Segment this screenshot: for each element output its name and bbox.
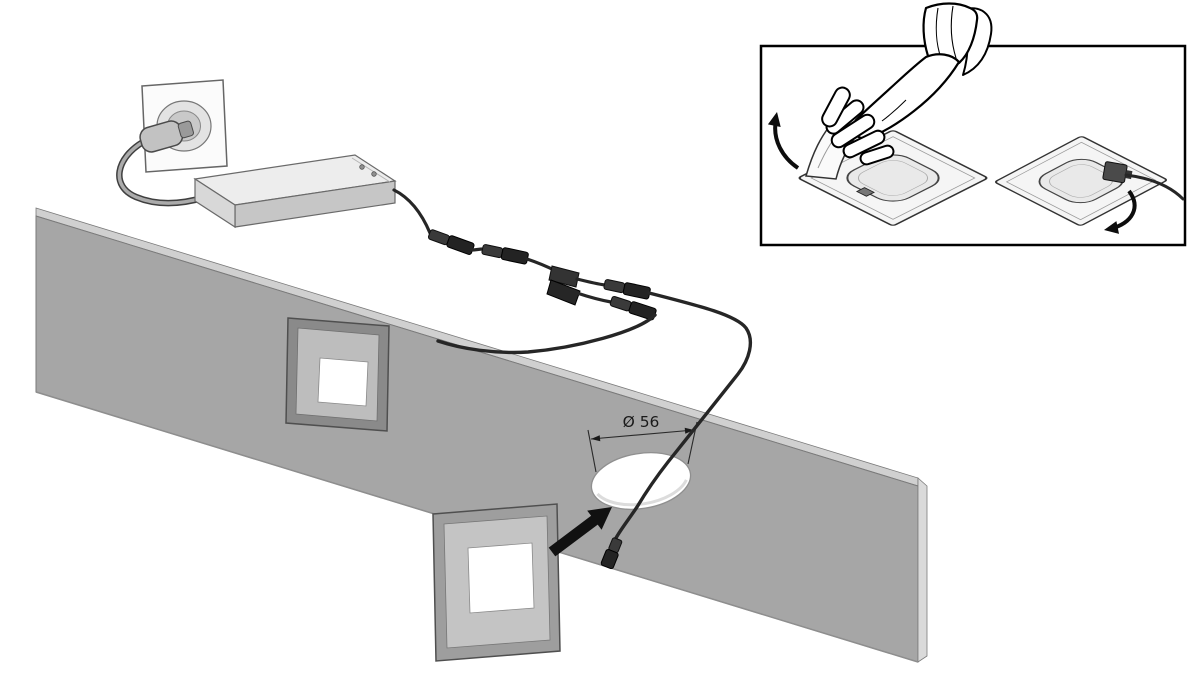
loose-square-light — [432, 503, 561, 662]
insertion-arrow — [548, 507, 612, 557]
branch-stub-b — [575, 291, 613, 304]
driver-side-face — [194, 177, 236, 229]
dimension-arrowhead-right — [684, 427, 694, 434]
panel-end-face — [917, 477, 928, 663]
step1-puck-inner-line — [857, 160, 929, 196]
step2-plate-inner-line — [1005, 141, 1157, 221]
cable-to-mounted-light — [436, 313, 657, 355]
press-arrow-head — [1104, 221, 1119, 234]
driver-output-cable — [392, 188, 432, 235]
end-connector — [600, 537, 623, 570]
end-connector-body — [600, 549, 619, 570]
thumb — [821, 86, 851, 128]
step1-puck-tab — [855, 187, 875, 197]
step2-puck-inner-line — [1049, 164, 1113, 198]
hand-illustration — [821, 2, 993, 166]
link-cable-1 — [470, 247, 485, 252]
dimension-arrowhead-left — [591, 435, 601, 442]
y-splitter-lower — [546, 279, 581, 306]
driver-terminal-1 — [359, 164, 365, 170]
dimension-line — [590, 429, 695, 440]
finger-pinky — [859, 144, 895, 166]
driver-terminal-2 — [371, 171, 377, 177]
finger-ring — [842, 129, 886, 159]
plug-nose — [177, 120, 194, 139]
cable-harness — [392, 188, 753, 570]
power-plug — [139, 120, 194, 153]
mounted-square-light — [285, 317, 390, 432]
loose-light-lens — [467, 542, 535, 614]
cuff-fold-2 — [950, 5, 957, 59]
peel-arrow-head — [767, 112, 781, 127]
knuckle-line — [881, 99, 907, 122]
branch-stub-a — [575, 277, 607, 287]
driver-seam — [351, 157, 391, 183]
inset-instructions — [759, 2, 1187, 247]
wall-outlet — [116, 79, 228, 207]
connector-pair-3 — [603, 279, 651, 300]
dimension-label: Ø 56 — [623, 413, 660, 431]
dimension-extension-left — [587, 429, 597, 473]
step2-plate — [994, 136, 1185, 234]
cable-through-hole — [614, 291, 753, 540]
led-driver — [193, 154, 397, 229]
step2-cable — [1124, 173, 1185, 201]
cutout-hole-thickness — [596, 479, 688, 507]
mounted-light-lens — [317, 357, 369, 407]
step2-connector-body — [1102, 161, 1128, 184]
power-cord — [117, 140, 208, 205]
finger-middle — [830, 113, 876, 149]
